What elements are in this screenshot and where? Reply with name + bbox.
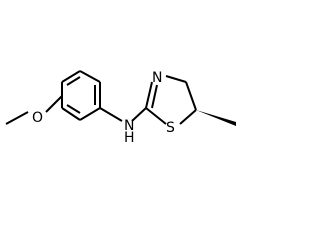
atom-label-n-amine: N — [124, 118, 134, 134]
bond-o-ring — [45, 95, 63, 113]
bond-c2-n3-double-a — [145, 81, 153, 109]
bond-s1-c2 — [145, 107, 167, 125]
atom-label-s-ring: S — [166, 120, 175, 136]
wedge-bond-methyl — [196, 110, 236, 126]
molecule-structure: O N H N S — [5, 70, 236, 146]
bond-ring-nh — [99, 107, 123, 122]
atom-label-h-amine: H — [124, 130, 135, 146]
bond-benzene-2 — [79, 70, 101, 83]
bond-benzene-double-1 — [66, 76, 81, 86]
bond-benzene-1b — [61, 70, 81, 83]
bond-benzene-double-3 — [66, 104, 81, 114]
bond-c2-n3-double-b — [151, 84, 158, 109]
atom-label-n-ring: N — [152, 70, 162, 86]
bond-n3-c4 — [165, 75, 187, 83]
atom-label-o: O — [32, 110, 43, 126]
bond-c4-c5 — [185, 81, 197, 111]
bond-benzene-5 — [61, 107, 81, 121]
bond-nh-c2 — [131, 107, 147, 122]
bond-benzene-4 — [79, 107, 101, 121]
bond-methyl-o — [5, 111, 29, 125]
bond-c5-s1 — [179, 109, 197, 125]
